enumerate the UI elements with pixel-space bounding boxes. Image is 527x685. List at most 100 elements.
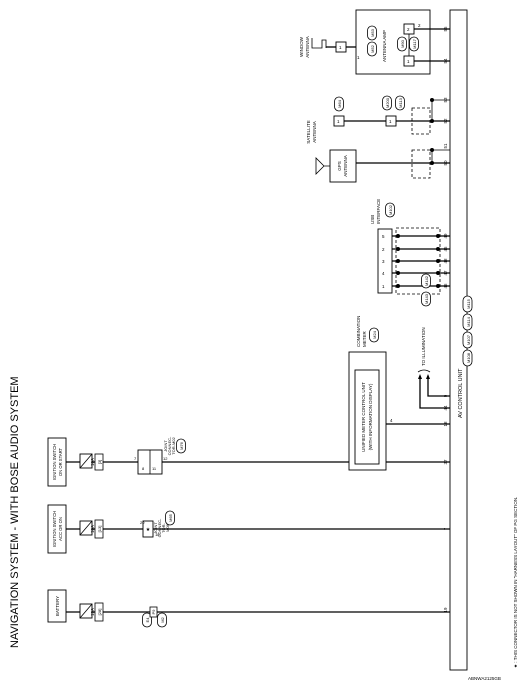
av-conn-m114: M114	[466, 316, 471, 326]
av-pin-19: 19	[443, 607, 448, 613]
illumination-circuit: TO ILLUMINATION 44 9	[417, 327, 450, 411]
battery-conn-e4: E4	[145, 617, 150, 623]
av-pin-54: 54	[443, 58, 448, 64]
usb-pin-2: 2	[382, 247, 385, 252]
diagram-title: NAVIGATION SYSTEM - WITH BOSE AUDIO SYST…	[9, 376, 21, 648]
antenna-amp-pin-2a: 2	[407, 27, 410, 32]
ignition-start-circuit: IGNITION SWITCH ON OR START 10A [3] JOIN…	[47, 436, 450, 487]
satellite-label-1: SATELLITE	[306, 120, 311, 143]
joint-m02-line-3: TOR-M02	[171, 436, 176, 454]
av-pin-7: 7	[443, 527, 448, 530]
usb-label-2: INTERFACE	[376, 199, 381, 224]
ignition-acc-label-2: ACC OR ON	[58, 517, 63, 541]
joint-m06-line-2: CONNEC-	[157, 518, 162, 537]
antenna-amp-pin-2b: 2	[418, 23, 421, 28]
ignition-start-fuse-size: 10A	[90, 458, 95, 466]
av-pin-9: 9	[443, 394, 448, 397]
av-pin-44: 44	[443, 405, 448, 411]
antenna-amp-conn-m90: M90	[400, 39, 405, 48]
combination-meter-conn: M24	[372, 330, 377, 339]
ignition-start-label-1: IGNITION SWITCH	[52, 444, 57, 480]
av-pin-18: 18	[443, 421, 448, 427]
av-pin-46: 46	[443, 283, 448, 289]
ignition-start-box	[47, 437, 67, 487]
battery-box	[47, 589, 67, 623]
av-pin-53: 53	[443, 97, 448, 103]
gps-label-2: ANTENNA	[343, 155, 348, 177]
gps-antenna-icon	[315, 157, 330, 175]
av-unit-connectors: M108 M107 M114 M115	[462, 295, 473, 367]
joint-m02-line-1: JOINT	[163, 440, 168, 452]
combination-meter-label-1: COMBINATION	[356, 316, 361, 347]
ignition-acc-circuit: IGNITION SWITCH ACC OR ON 10A [13] ★ JOI…	[47, 504, 450, 554]
joint-m06-line-3: TOR-	[161, 522, 166, 532]
usb-pin-1: 1	[382, 284, 385, 289]
combination-meter-inner	[354, 369, 380, 465]
satellite-conn-m113: M113	[398, 97, 403, 107]
battery-fuse-num: [28]	[97, 609, 102, 616]
satellite-conn-m64: M64	[337, 99, 342, 108]
av-pin-52: 52	[443, 118, 448, 124]
satellite-inline-connector	[385, 115, 397, 127]
joint-m06-conn-m65: M65	[168, 513, 173, 522]
antenna-amp-pin-1a: 1	[407, 59, 410, 64]
satellite-antenna: SATELLITE ANTENNA 1 M64 1 M200 M113 52 5…	[306, 95, 450, 144]
battery-label: BATTERY	[55, 596, 60, 616]
meter-unit-line-2: (WITH INFORMATION DISPLAY)	[368, 383, 373, 450]
antenna-amp-label: ANTENNA AMP	[382, 30, 387, 62]
av-pin-48: 48	[443, 258, 448, 264]
av-pin-47: 47	[443, 270, 448, 276]
window-antenna-pin-1: 1	[339, 45, 342, 50]
joint-m06-pin-20: 20	[140, 520, 145, 525]
usb-conn-m142: M142	[424, 275, 429, 286]
usb-label-1: USB	[370, 215, 375, 224]
joint-m06-line-1: JOINT	[153, 522, 158, 534]
av-pin-45: 45	[443, 246, 448, 252]
ignition-acc-label-1: IGNITION SWITCH	[52, 511, 57, 547]
gps-antenna: GPS ANTENNA 50 51	[315, 143, 450, 183]
ignition-acc-fuse-size: 10A	[90, 525, 95, 533]
battery-conn-m2: M2	[160, 616, 165, 622]
joint-m02-line-2: CONNEC-	[167, 436, 172, 455]
meter-unit-line-1: UNIFIED METER CONTROL UNIT	[361, 382, 366, 452]
joint-m02-pin-7: 7	[134, 456, 137, 461]
antenna-amp-pin-1b: 1	[357, 55, 360, 60]
av-pin-50: 50	[443, 160, 448, 166]
av-pin-49: 49	[443, 233, 448, 239]
footnote: ★ : THIS CONNECTOR IS NOT SHOWN IN "HARN…	[513, 497, 518, 668]
window-antenna-icon	[311, 38, 327, 49]
ignition-acc-box	[47, 504, 67, 554]
joint-connector-m06	[142, 520, 154, 538]
usb-pin-5: 5	[382, 234, 385, 239]
joint-m02-pin-12: 12	[163, 456, 168, 461]
antenna-amp-conn-m117: M117	[412, 38, 417, 48]
usb-pin-4: 4	[382, 271, 385, 276]
av-conn-m115: M115	[466, 298, 471, 308]
combination-meter-label-2: METER	[362, 330, 367, 347]
av-conn-m107: M107	[466, 334, 471, 345]
illumination-label: TO ILLUMINATION	[421, 327, 426, 366]
usb-pin-3: 3	[382, 259, 385, 264]
battery-fuse-size: 15A	[90, 608, 95, 616]
gps-label-1: GPS	[337, 161, 342, 171]
battery-circuit: BATTERY 15A [28] E4 M2 P9 19	[47, 589, 450, 628]
window-antenna-label-2: ANTENNA	[305, 36, 310, 58]
usb-interface-box	[377, 228, 393, 294]
usb-interface: USB INTERFACE M102 5 2 3 4 1 49 45 48 47…	[370, 199, 450, 307]
antenna-amp-conn-m53: M53	[370, 28, 375, 37]
antenna-amp-conn-m52: M52	[370, 44, 375, 53]
gps-antenna-box	[329, 149, 357, 183]
joint-m06-pin-18: 18	[155, 532, 160, 537]
joint-m02-pin-8: 8	[142, 466, 145, 471]
joint-m06-line-4: M06	[165, 523, 170, 532]
av-pin-37: 37	[443, 459, 448, 465]
satellite-label-2: ANTENNA	[312, 121, 317, 143]
joint-m02-pin-11: 11	[152, 466, 157, 471]
usb-conn-m102: M102	[388, 204, 393, 215]
ignition-start-fuse-num: [3]	[97, 460, 102, 464]
satellite-pin-1: 1	[337, 119, 340, 124]
ignition-acc-fuse-num: [13]	[97, 526, 102, 533]
antenna-amp: ANTENNA AMP M52 M53 M90 M117 2 1 2 1 55 …	[355, 9, 450, 75]
